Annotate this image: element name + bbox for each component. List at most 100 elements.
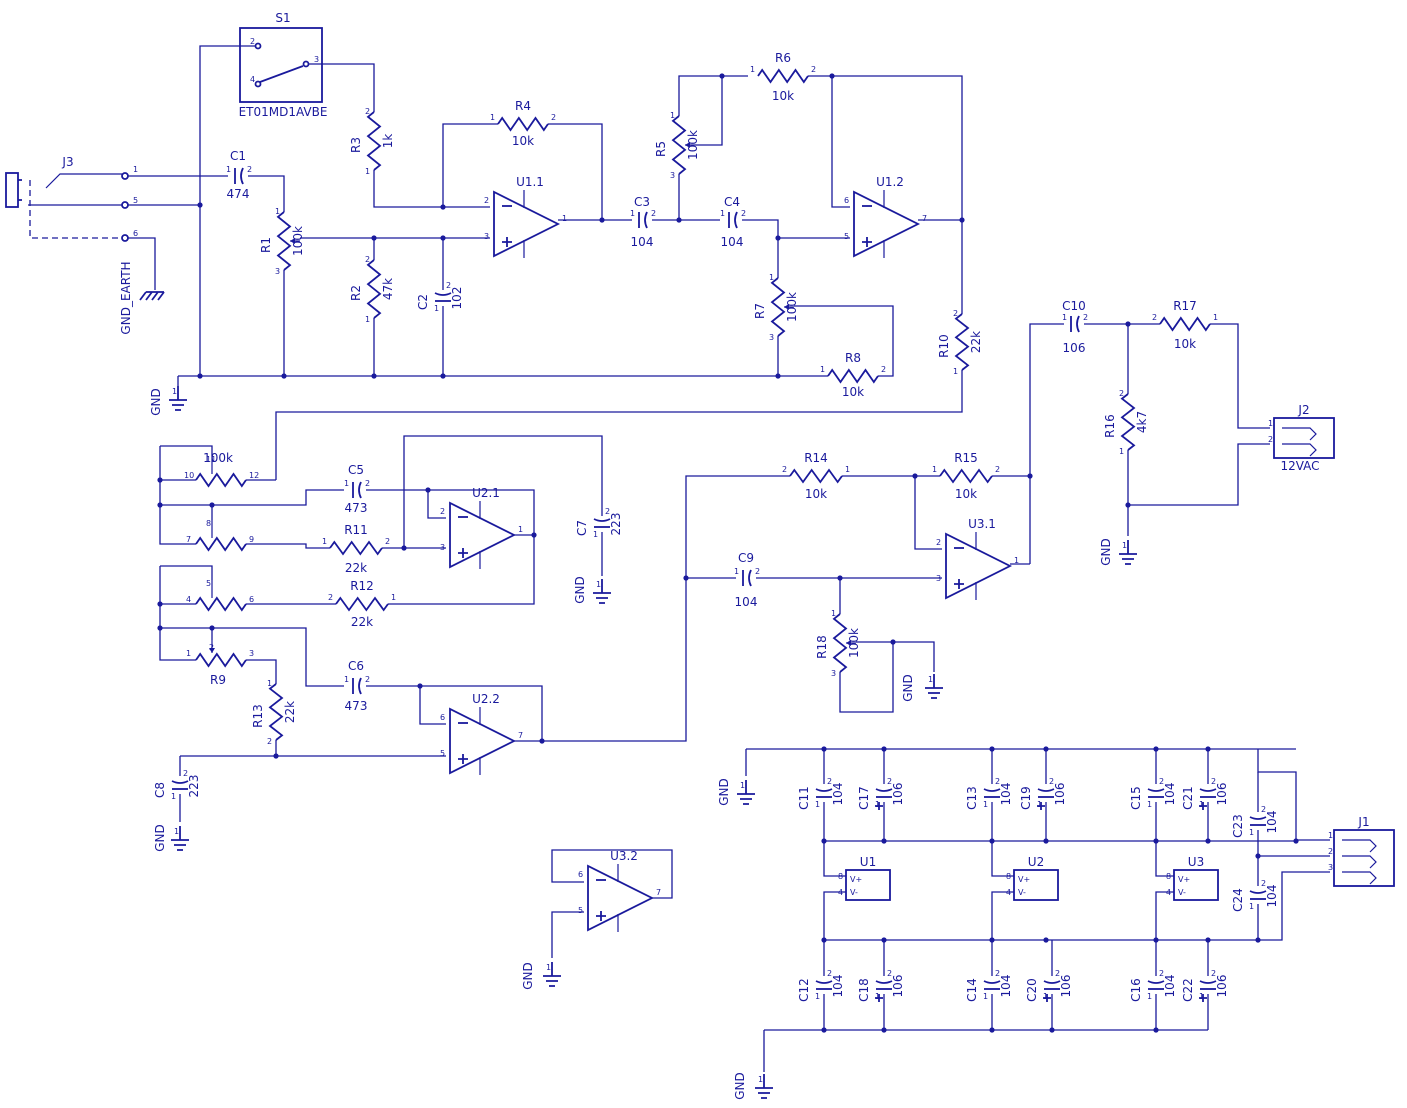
- junction-dot: [281, 373, 287, 379]
- pin-number: 7: [656, 888, 661, 897]
- pin-number: 4: [1166, 888, 1171, 897]
- value: 100k: [203, 451, 233, 465]
- wire: [246, 543, 330, 549]
- pin-number: 1: [172, 387, 177, 396]
- reference: J3: [61, 155, 73, 169]
- pin-number: 1: [758, 1075, 763, 1084]
- pin-number: 2: [827, 969, 832, 978]
- pin-number: 6: [844, 196, 849, 205]
- pin-number: 2: [1159, 969, 1164, 978]
- gnd-label: GND: [573, 576, 587, 604]
- wire: [695, 76, 723, 146]
- wire: [823, 841, 846, 877]
- pin-number: 1: [596, 580, 601, 589]
- pin-number: 1: [593, 530, 598, 539]
- pin-number: 10: [184, 471, 194, 480]
- pin-number: 1: [275, 207, 280, 216]
- pin-number: 1: [720, 209, 725, 218]
- reference: R13: [251, 704, 265, 728]
- value: 104: [999, 975, 1013, 998]
- reference: C23: [1231, 814, 1245, 838]
- reference: C20: [1025, 978, 1039, 1002]
- junction-dot: [821, 1027, 827, 1033]
- pin-number: 2: [1211, 777, 1216, 786]
- pin-number: 3: [314, 55, 319, 64]
- reference: R18: [815, 635, 829, 659]
- wire: [551, 849, 673, 899]
- value: 102: [450, 287, 464, 310]
- value: 104: [999, 783, 1013, 806]
- pin-number: 1: [322, 537, 327, 546]
- reference: C22: [1181, 978, 1195, 1002]
- value: 47k: [381, 278, 395, 300]
- reference: C4: [724, 195, 740, 209]
- pin-number: 2: [446, 281, 451, 290]
- wire: [1155, 841, 1174, 877]
- pin-number: 1: [983, 800, 988, 809]
- wire: [160, 504, 213, 520]
- pin-number: 6: [578, 870, 583, 879]
- pin-number: 1: [365, 167, 370, 176]
- pin-number: 2: [995, 777, 1000, 786]
- wire: [991, 891, 1014, 940]
- reference: R1: [259, 237, 273, 253]
- reference: R10: [937, 334, 951, 358]
- r9-label: R9: [210, 673, 226, 687]
- pin-number: 1: [1249, 828, 1254, 837]
- junction-dot: [209, 502, 215, 508]
- reference: U2: [1028, 855, 1044, 869]
- pin-number: 1: [750, 65, 755, 74]
- pin-number: 3: [936, 574, 941, 583]
- gnd-label: GND: [521, 962, 535, 990]
- pin-number: 1: [845, 465, 850, 474]
- pin-number: 2: [782, 465, 787, 474]
- pin-number: 2: [1268, 435, 1273, 444]
- ground-symbol: 1 GND: [573, 576, 611, 604]
- reference: U1.2: [876, 175, 904, 189]
- pin-number: 2: [328, 593, 333, 602]
- reference: C11: [797, 786, 811, 810]
- reference: U3: [1188, 855, 1204, 869]
- pin-number: 4: [250, 75, 255, 84]
- pin-number: 1: [1037, 800, 1042, 809]
- pin-number: 1: [831, 609, 836, 618]
- junction-dot: [1205, 838, 1211, 844]
- wire: [831, 76, 850, 208]
- reference: C21: [1181, 786, 1195, 810]
- pin-number: 1: [1328, 831, 1333, 840]
- value: 104: [1163, 975, 1177, 998]
- junction-dot: [209, 625, 215, 631]
- reference: C7: [575, 520, 589, 536]
- pin-number: 2: [365, 675, 370, 684]
- value: 4k7: [1135, 411, 1149, 433]
- gnd-label: GND: [717, 778, 731, 806]
- ground-earth-symbol: GND_EARTH: [119, 261, 165, 335]
- wire: [551, 911, 584, 958]
- pin-number: 8: [206, 519, 211, 528]
- wire: [1029, 323, 1064, 476]
- value: 473: [345, 501, 368, 515]
- pin-number: 5: [206, 579, 211, 588]
- wire: [366, 685, 543, 740]
- value: 22k: [345, 561, 367, 575]
- wire: [419, 686, 446, 725]
- pin-number: 2: [250, 37, 255, 46]
- pin-number: 3: [1328, 863, 1333, 872]
